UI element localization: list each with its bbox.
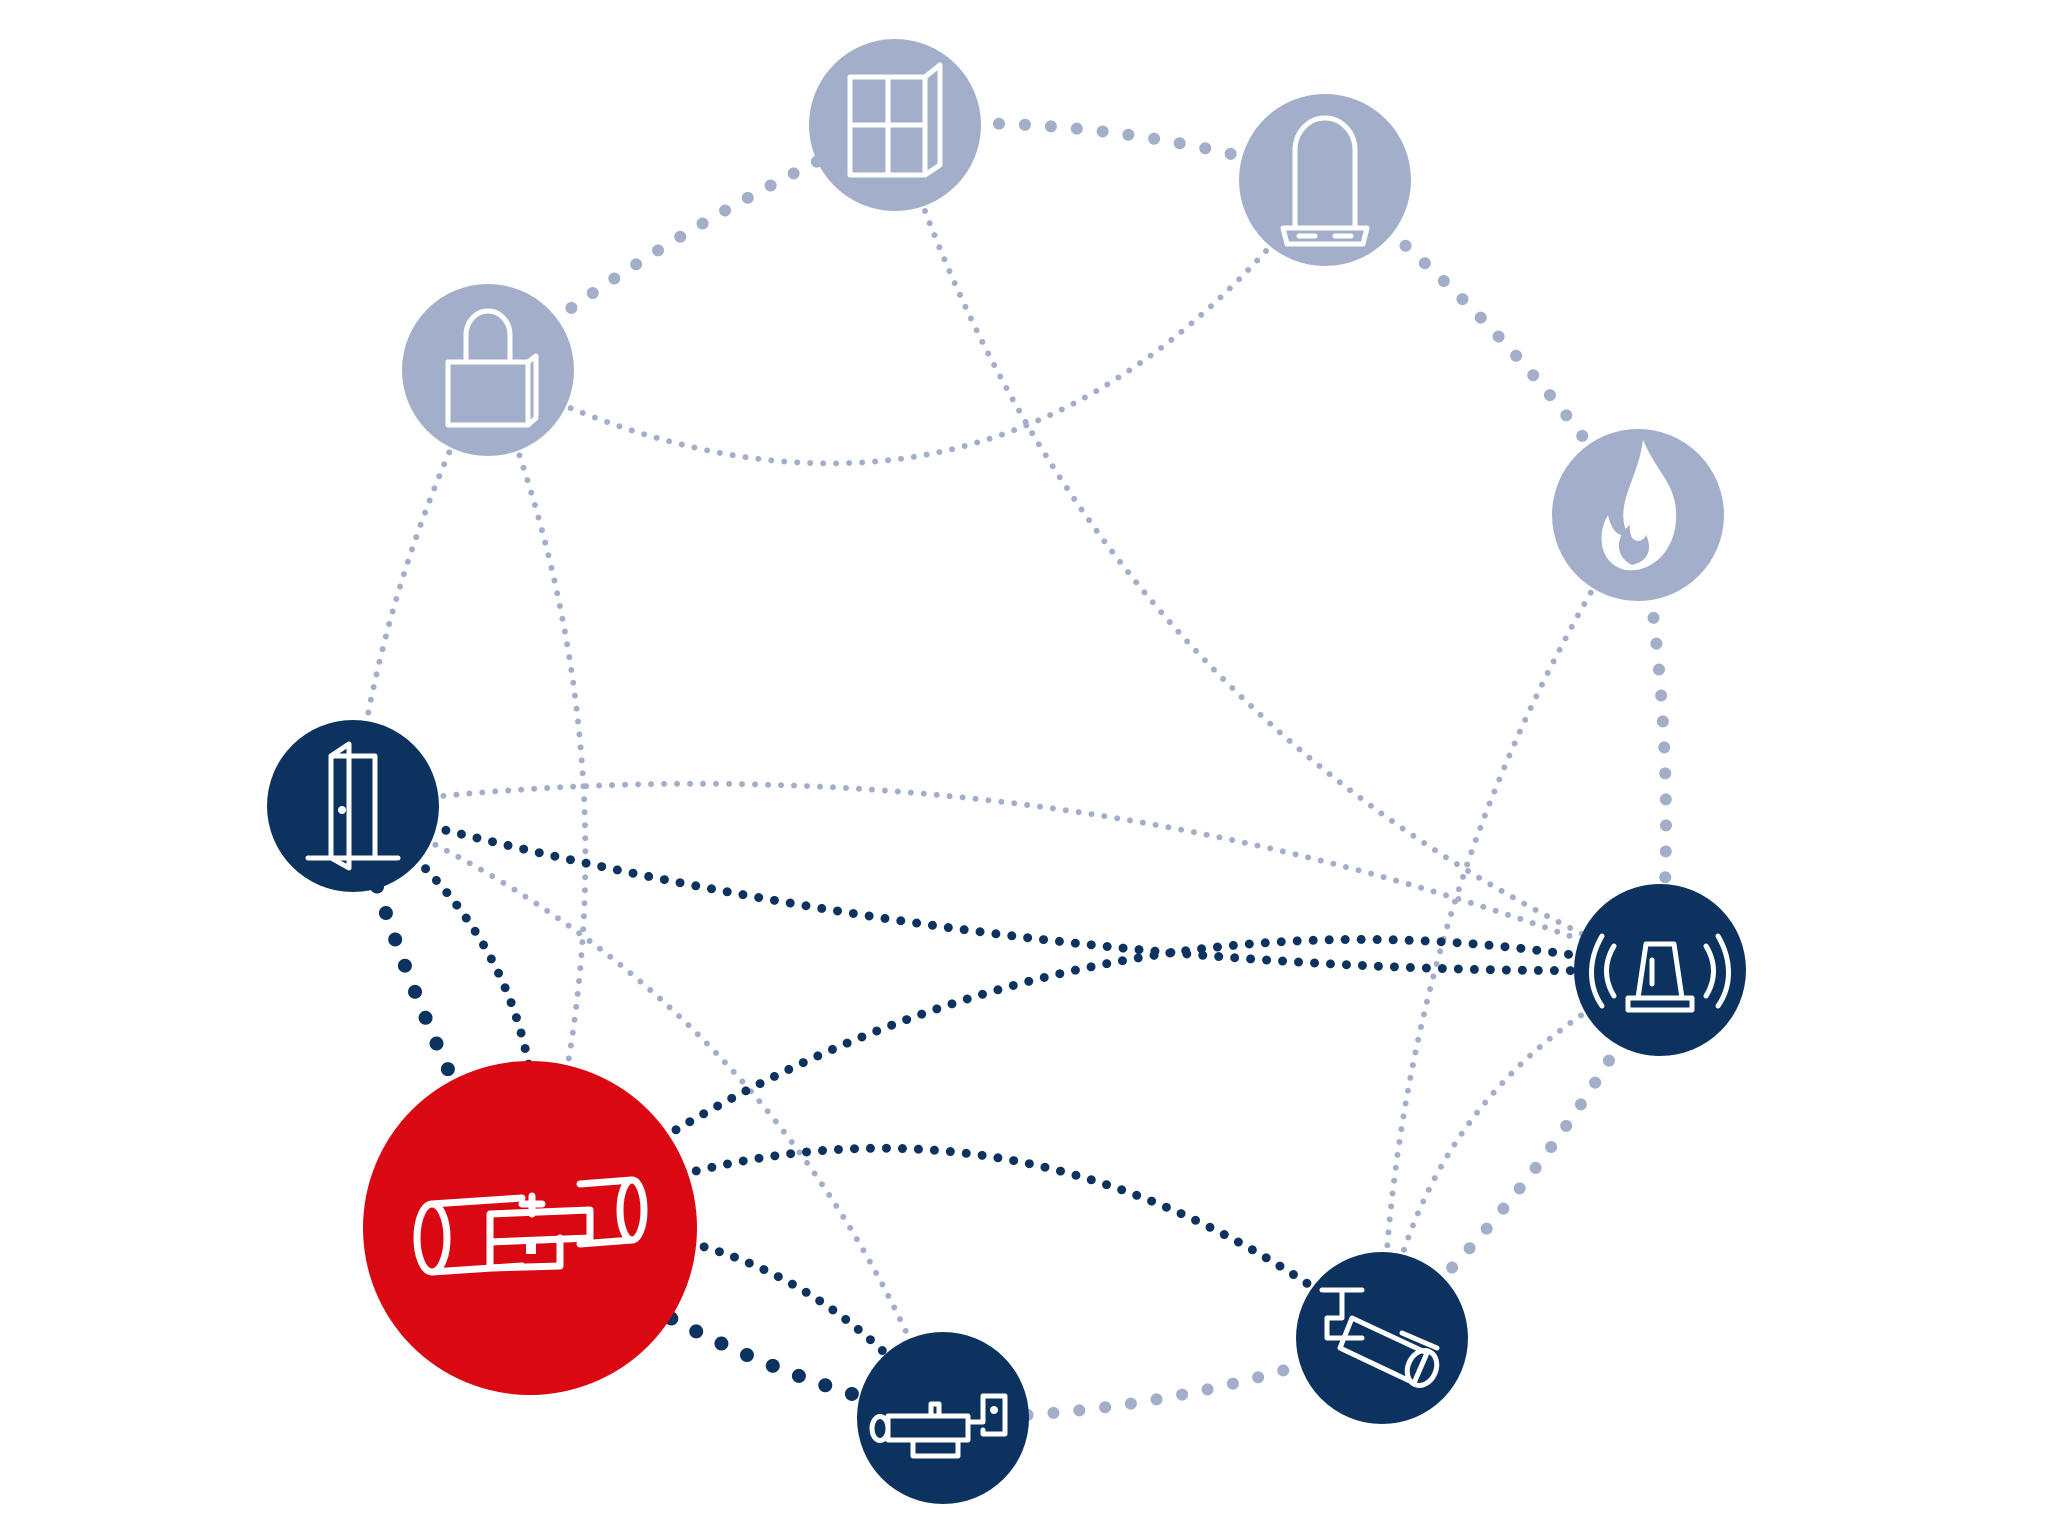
node-fire: [1552, 429, 1724, 601]
security-camera-icon: [1319, 1287, 1440, 1388]
link-door-alarm: [348, 801, 1665, 976]
node-alarm: [1574, 884, 1746, 1056]
node-key-cylinder: [857, 1332, 1029, 1504]
node-camera: [1296, 1252, 1468, 1424]
node-padlock: [402, 284, 574, 456]
node-door: [267, 720, 439, 892]
node-alarm-circle: [1574, 884, 1746, 1056]
node-door-exit-circle: [1239, 94, 1411, 266]
link-fire-camera: [1379, 512, 1641, 1341]
node-camera-circle: [1296, 1252, 1468, 1424]
window-icon: [847, 62, 943, 178]
link-door-key-cylinder: [350, 803, 946, 1421]
node-padlock-circle: [402, 284, 574, 456]
link-door-exit-fire: [1319, 174, 1644, 521]
alarm-beacon-icon: [1589, 933, 1731, 1013]
node-door-exit: [1239, 94, 1411, 266]
padlock-icon: [445, 308, 539, 428]
key-cylinder-icon: [869, 1393, 1008, 1459]
link-door-alarm: [350, 780, 1663, 973]
link-padlock-door-exit: [485, 177, 1328, 467]
flame-icon: [1601, 440, 1677, 571]
node-window: [809, 39, 981, 211]
arched-door-icon: [1280, 115, 1370, 247]
link-electronic-cylinder-alarm: [525, 934, 1665, 1233]
open-door-icon: [305, 741, 401, 871]
node-electronic-cylinder: [363, 1061, 697, 1395]
electronic-cylinder-icon: [413, 1176, 648, 1276]
device-nodes: [267, 39, 1746, 1504]
link-window-alarm: [892, 122, 1663, 973]
node-electronic-cylinder-circle: [363, 1061, 697, 1395]
link-padlock-electronic-cylinder: [485, 367, 589, 1231]
link-electronic-cylinder-key-cylinder: [525, 1222, 948, 1423]
link-alarm-camera: [1376, 964, 1666, 1344]
node-door-circle: [267, 720, 439, 892]
